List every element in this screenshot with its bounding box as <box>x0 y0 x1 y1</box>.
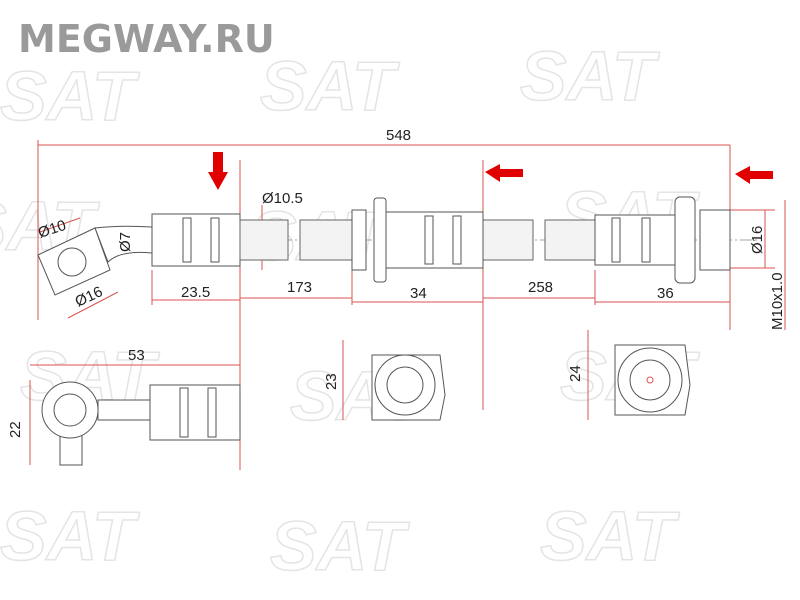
dim-fitting-right: 36 <box>657 285 674 302</box>
dim-middle-fitting: 34 <box>410 285 427 302</box>
dim-hose-left: 173 <box>287 279 312 296</box>
dim-hose-diameter: Ø10.5 <box>262 190 303 207</box>
left-banjo-fitting <box>37 213 241 296</box>
dim-total-length: 548 <box>386 127 411 144</box>
svg-text:SAT: SAT <box>0 57 140 135</box>
dim-tube-diameter: Ø7 <box>117 232 134 252</box>
dim-nut-diameter: Ø16 <box>749 226 766 254</box>
right-bracket-view <box>614 344 691 416</box>
dim-banjo-outer: Ø16 <box>73 283 106 310</box>
svg-text:SAT: SAT <box>270 507 410 585</box>
dim-bracket-right: 24 <box>567 365 584 382</box>
dimension-labels: 548 Ø10.5 Ø10 Ø7 Ø16 23.5 173 34 258 36 … <box>7 127 786 438</box>
dim-banjo-height: 22 <box>7 421 24 438</box>
banjo-side-view <box>41 381 241 466</box>
middle-fitting <box>351 197 484 283</box>
svg-text:SAT: SAT <box>0 497 140 575</box>
brand-watermark: MEGWAY.RU <box>18 17 275 61</box>
middle-bracket-view <box>371 354 446 421</box>
svg-text:SAT: SAT <box>520 37 660 115</box>
dimension-lines <box>29 140 786 470</box>
dim-hose-right: 258 <box>528 279 553 296</box>
dim-bracket-middle: 23 <box>323 373 340 390</box>
right-fitting <box>594 196 731 284</box>
dim-banjo-length: 53 <box>128 347 145 364</box>
dim-fitting-left: 23.5 <box>181 284 210 301</box>
direction-arrows <box>208 152 773 190</box>
dim-thread: M10x1.0 <box>769 272 786 330</box>
svg-text:SAT: SAT <box>260 47 400 125</box>
svg-text:SAT: SAT <box>540 497 680 575</box>
